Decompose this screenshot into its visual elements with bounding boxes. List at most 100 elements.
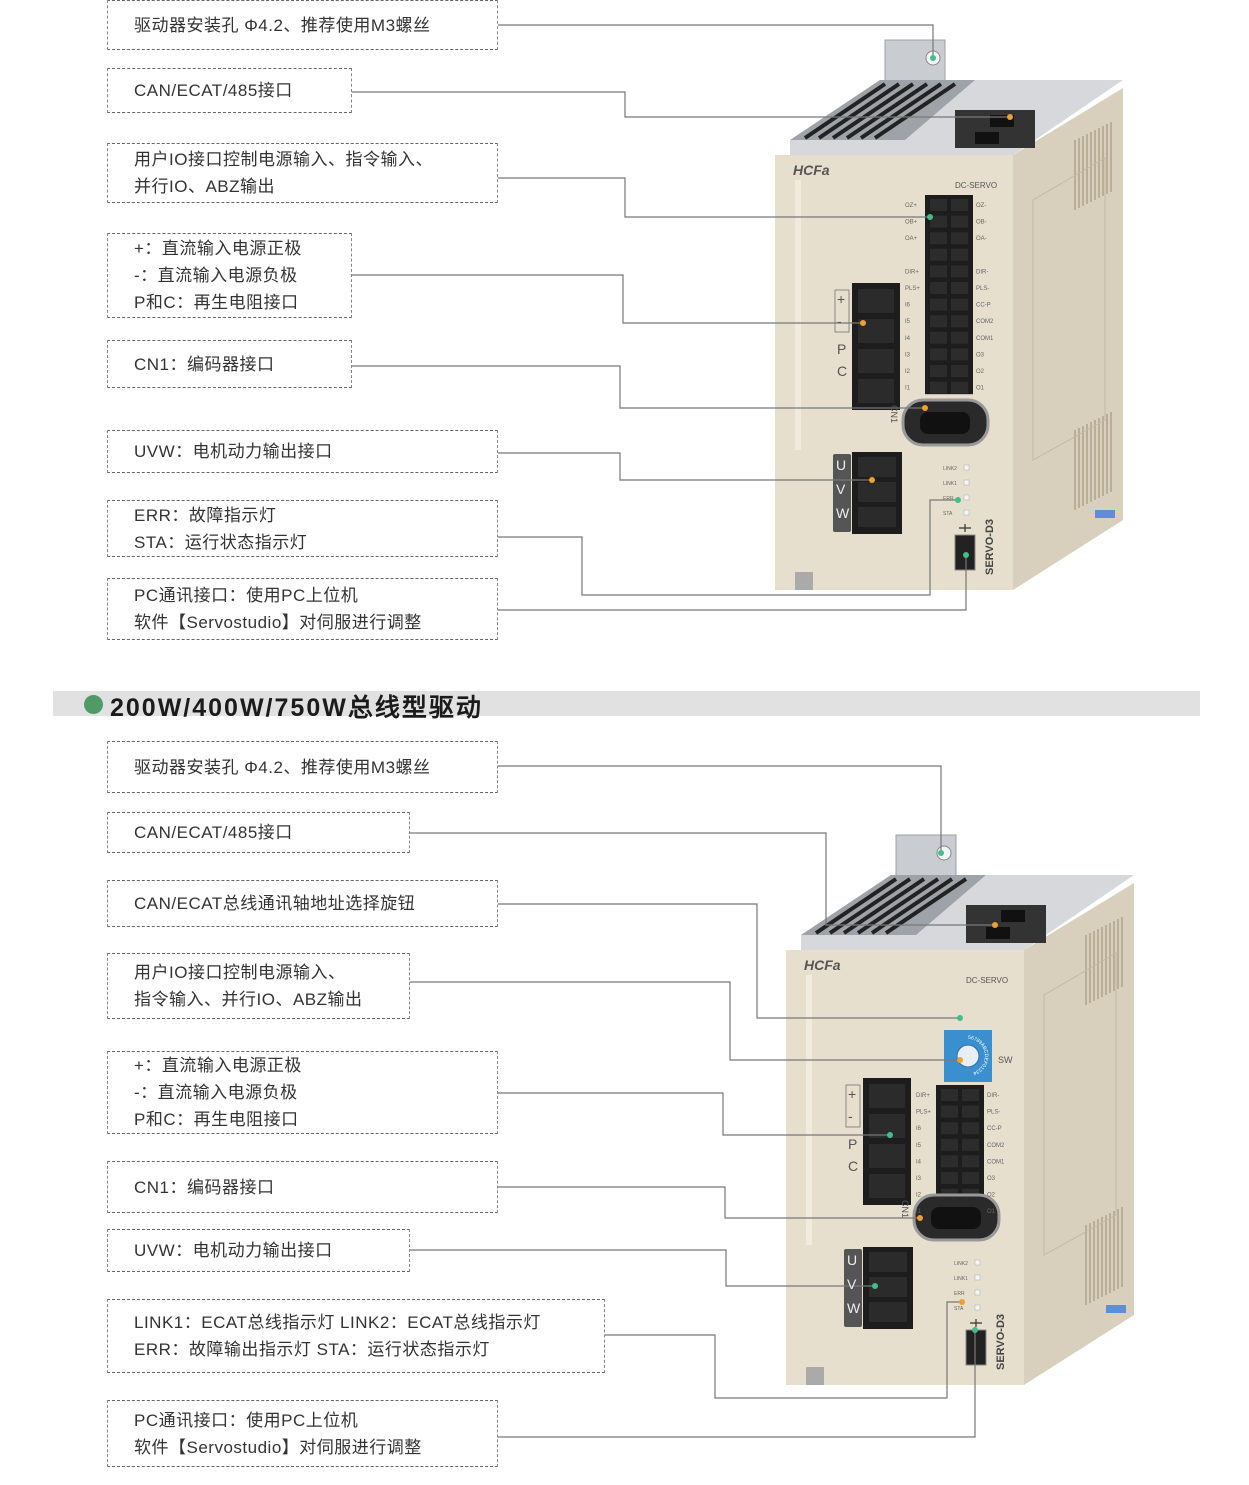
led-label: LINK2 xyxy=(943,466,957,472)
callout-box: 驱动器安装孔 Φ4.2、推荐使用M3螺丝 xyxy=(107,741,498,793)
terminal-pin xyxy=(951,315,968,328)
leader-line xyxy=(498,1330,976,1438)
callout-text: 用户IO接口控制电源输入、指令输入、 xyxy=(134,150,433,169)
terminal-pin xyxy=(962,1155,979,1168)
io-pin-label: COM1 xyxy=(976,336,994,342)
power-label: C xyxy=(848,1158,858,1174)
terminal-pin xyxy=(951,199,968,211)
power-label: P xyxy=(837,341,846,357)
led-label: ERR xyxy=(954,1291,965,1297)
io-pin-label: I2 xyxy=(905,369,911,375)
leader-marker-dot xyxy=(1007,114,1013,120)
leader-marker-dot xyxy=(922,405,928,411)
callout-text: CAN/ECAT/485接口 xyxy=(134,81,293,100)
uvw-label: V xyxy=(836,481,846,497)
io-pin-label: OZ- xyxy=(976,203,986,209)
callout-box: UVW：电机动力输出接口 xyxy=(107,430,498,473)
callout-text: CN1：编码器接口 xyxy=(134,1177,275,1197)
led-label: STA xyxy=(943,511,953,517)
polarity-bracket xyxy=(845,1084,861,1128)
power-label: - xyxy=(848,1108,853,1124)
model-label: SERVO-D3 xyxy=(984,519,996,575)
callout-text: 指令输入、并行IO、ABZ输出 xyxy=(134,990,363,1009)
callout-text: UVW：电机动力输出接口 xyxy=(134,1241,333,1260)
callout-text: 软件【Servostudio】对伺服进行调整 xyxy=(134,613,422,632)
callout-text: STA：运行状态指示灯 xyxy=(134,532,308,552)
uvw-label: U xyxy=(847,1252,857,1268)
heatsink-fin xyxy=(859,82,943,140)
callout-box: +：直流输入电源正极 -：直流输入电源负极 P和C：再生电阻接口 xyxy=(107,1051,498,1134)
din-clip xyxy=(806,1367,824,1385)
heatsink-fin xyxy=(884,877,968,935)
io-pin-label: OA+ xyxy=(905,236,918,242)
cn1-label: CN1 xyxy=(889,405,899,423)
status-led-icon xyxy=(974,1274,981,1281)
leader-line xyxy=(352,91,1010,118)
heatsink-fin xyxy=(814,877,898,935)
leader-line xyxy=(410,1249,875,1287)
io-pin-label: I6 xyxy=(905,303,911,309)
callout-text: ERR：故障指示灯 xyxy=(134,505,277,525)
leader-line xyxy=(498,499,958,596)
rj45-port-icon xyxy=(1001,910,1025,922)
terminal-pin xyxy=(930,315,947,328)
leader-marker-dot xyxy=(872,1283,878,1289)
callout-text: -：直流输入电源负极 xyxy=(134,266,298,285)
leader-marker-dot xyxy=(930,55,936,61)
io-pin-label: CC-P xyxy=(987,1126,1002,1132)
terminal-pin xyxy=(930,248,947,261)
heatsink-fin xyxy=(873,82,957,140)
terminal-pin xyxy=(951,248,968,261)
leader-line xyxy=(352,365,925,409)
callout-text: 驱动器安装孔 Φ4.2、推荐使用M3螺丝 xyxy=(134,757,431,777)
heatsink-fin xyxy=(870,877,954,935)
io-pin-label: O1 xyxy=(987,1209,996,1215)
callout-text: -：直流输入电源负极 xyxy=(134,1083,298,1102)
front-highlight xyxy=(806,975,812,1245)
heatsink-fin xyxy=(803,82,887,140)
sw-label: SW xyxy=(998,1055,1013,1065)
io-pin-label: PLS- xyxy=(987,1110,1000,1116)
usb-icon xyxy=(970,1319,982,1327)
leader-marker-dot xyxy=(955,497,961,503)
series-label: DC-SERVO xyxy=(955,181,997,190)
led-label: STA xyxy=(954,1306,964,1312)
uvw-label: V xyxy=(847,1276,857,1292)
leader-marker-dot xyxy=(869,477,875,483)
din-rail-clip xyxy=(1095,510,1115,518)
terminal-pin xyxy=(962,1138,979,1151)
model-label: SERVO-D3 xyxy=(995,1314,1007,1370)
usb-pc-port xyxy=(965,1329,987,1366)
callout-text: PC通讯接口：使用PC上位机 xyxy=(134,586,359,605)
io-pin-label: DIR- xyxy=(976,269,988,275)
callout-text: P和C：再生电阻接口 xyxy=(134,1110,299,1129)
status-led-icon xyxy=(963,479,970,486)
heatsink-fin xyxy=(831,82,915,140)
terminal-pin xyxy=(941,1138,958,1151)
usb-icon xyxy=(959,524,971,532)
led-label: LINK2 xyxy=(954,1261,968,1267)
terminal-pin xyxy=(951,232,968,245)
power-label: P xyxy=(848,1136,857,1152)
io-pin-label: I4 xyxy=(916,1159,922,1165)
terminal-pin xyxy=(930,282,947,294)
terminal-pin xyxy=(951,348,968,361)
side-panel-outline xyxy=(1032,157,1106,461)
leader-line xyxy=(410,981,960,1061)
cn1-socket xyxy=(931,1207,981,1229)
io-pin-label: PLS+ xyxy=(905,286,920,292)
io-pin-label: OZ+ xyxy=(905,203,917,209)
led-label: ERR xyxy=(943,496,954,502)
leader-line xyxy=(352,274,863,324)
leader-marker-dot xyxy=(972,1327,978,1333)
led-label: LINK1 xyxy=(943,481,957,487)
callout-text: +：直流输入电源正极 xyxy=(134,1056,302,1075)
rj45-port-icon xyxy=(975,132,999,144)
terminal-pin xyxy=(951,298,968,311)
terminal-pin xyxy=(930,215,947,228)
terminal-pin xyxy=(941,1155,958,1168)
leader-marker-dot xyxy=(917,1215,923,1221)
terminal-pin xyxy=(962,1089,979,1101)
